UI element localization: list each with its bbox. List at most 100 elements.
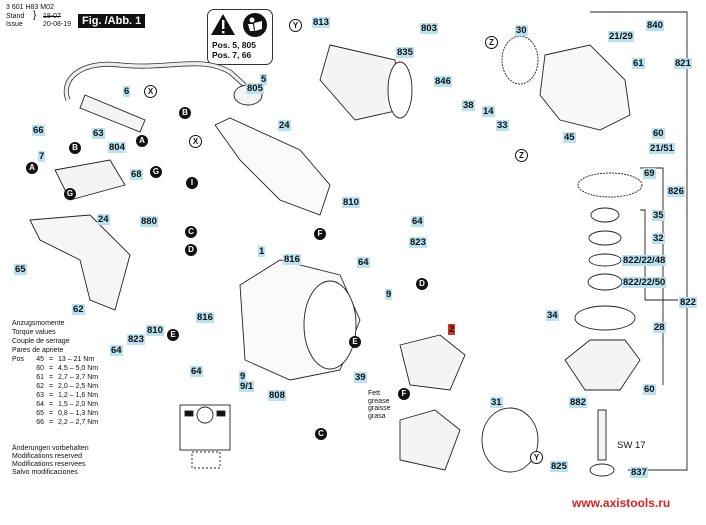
torque-pos-label xyxy=(12,373,32,382)
torque-position: 65 xyxy=(36,410,44,417)
part-label-6[interactable]: 6 xyxy=(123,86,131,97)
grease-note: Fett grease graisse grasa xyxy=(368,390,391,420)
connector-z-marker: Z xyxy=(485,36,498,49)
torque-row: 63=1,2 – 1,6 Nm xyxy=(12,391,98,400)
cord-sleeve xyxy=(79,94,146,133)
torque-equals: = xyxy=(48,365,54,372)
part-label-28[interactable]: 28 xyxy=(653,322,666,333)
part-label-64[interactable]: 64 xyxy=(190,366,203,377)
part-label-45[interactable]: 45 xyxy=(563,132,576,143)
warning-line-1: Pos. 5, 805 xyxy=(212,40,256,50)
part-label-822-22-48[interactable]: 822/22/48 xyxy=(622,255,667,266)
part-label-64[interactable]: 64 xyxy=(411,216,424,227)
torque-title-en: Torque values xyxy=(12,329,56,336)
part-label-65[interactable]: 65 xyxy=(14,264,27,275)
part-label-32[interactable]: 32 xyxy=(652,233,665,244)
part-label-805[interactable]: 805 xyxy=(246,83,264,94)
part-label-826[interactable]: 826 xyxy=(667,186,685,197)
part-label-803[interactable]: 803 xyxy=(420,23,438,34)
part-label-14[interactable]: 14 xyxy=(482,106,495,117)
note-es: Salvo modificaciones xyxy=(12,469,78,476)
part-label-38[interactable]: 38 xyxy=(462,100,475,111)
torque-position: 63 xyxy=(36,392,44,399)
part-label-808[interactable]: 808 xyxy=(268,390,286,401)
website-link[interactable]: www.axistools.ru xyxy=(572,496,671,510)
fan-cover xyxy=(481,407,539,473)
part-label-823[interactable]: 823 xyxy=(127,334,145,345)
part-label-34[interactable]: 34 xyxy=(546,310,559,321)
modification-notes: Änderungen vorbehalten Modifications res… xyxy=(12,445,89,477)
torque-pos-label: Pos xyxy=(12,356,25,363)
part-label-30[interactable]: 30 xyxy=(515,25,528,36)
armature xyxy=(319,44,401,121)
connector-f-marker: F xyxy=(398,388,410,400)
part-label-9-1[interactable]: 9/1 xyxy=(239,381,255,392)
part-label-24[interactable]: 24 xyxy=(97,214,110,225)
torque-equals: = xyxy=(48,410,54,417)
part-label-882[interactable]: 882 xyxy=(569,397,587,408)
part-label-60[interactable]: 60 xyxy=(652,128,665,139)
part-label-816[interactable]: 816 xyxy=(196,312,214,323)
torque-value: 13 – 21 Nm xyxy=(58,356,95,363)
torque-position: 66 xyxy=(36,419,44,426)
connector-y-marker: Y xyxy=(289,19,302,32)
connector-a-marker: A xyxy=(26,162,38,174)
connector-g-marker: G xyxy=(150,166,162,178)
part-label-810[interactable]: 810 xyxy=(342,197,360,208)
torque-position: 45 xyxy=(36,356,44,363)
part-label-804[interactable]: 804 xyxy=(108,142,126,153)
connector-y-marker: Y xyxy=(530,451,543,464)
part-label-846[interactable]: 846 xyxy=(434,76,452,87)
part-label-5[interactable]: 5 xyxy=(260,74,268,85)
torque-row: 61=2,7 – 3,7 Nm xyxy=(12,373,98,382)
grease-de: Fett xyxy=(368,390,381,397)
part-label-837[interactable]: 837 xyxy=(630,467,648,478)
part-label-39[interactable]: 39 xyxy=(354,372,367,383)
part-label-61[interactable]: 61 xyxy=(632,58,645,69)
part-label-60[interactable]: 60 xyxy=(643,384,656,395)
part-label-822-22-50[interactable]: 822/22/50 xyxy=(622,277,667,288)
part-label-7[interactable]: 7 xyxy=(38,151,46,162)
torque-value: 4,5 – 5,0 Nm xyxy=(58,365,99,372)
part-label-62[interactable]: 62 xyxy=(72,304,85,315)
part-label-21-29[interactable]: 21/29 xyxy=(608,31,634,42)
connector-i-marker: I xyxy=(186,177,198,189)
part-label-840[interactable]: 840 xyxy=(646,20,664,31)
part-label-35[interactable]: 35 xyxy=(652,210,665,221)
torque-value: 2,0 – 2,5 Nm xyxy=(58,383,99,390)
connector-d-marker: D xyxy=(185,244,197,256)
torque-table: Anzugsmomente Torque values Couple de se… xyxy=(12,319,98,427)
part-label-816[interactable]: 816 xyxy=(283,254,301,265)
warning-box: Pos. 5, 805 Pos. 7, 66 xyxy=(207,9,273,65)
part-label-highlight[interactable]: 2 xyxy=(448,324,456,335)
part-label-813[interactable]: 813 xyxy=(312,17,330,28)
part-label-9[interactable]: 9 xyxy=(385,289,393,300)
part-label-9[interactable]: 9 xyxy=(239,371,247,382)
part-label-64[interactable]: 64 xyxy=(110,345,123,356)
part-label-24[interactable]: 24 xyxy=(278,120,291,131)
part-label-823[interactable]: 823 xyxy=(409,237,427,248)
torque-row: 64=1,5 – 2,0 Nm xyxy=(12,400,98,409)
torque-value: 2,2 – 2,7 Nm xyxy=(58,419,99,426)
part-label-31[interactable]: 31 xyxy=(490,397,503,408)
part-label-1[interactable]: 1 xyxy=(258,246,266,257)
part-label-33[interactable]: 33 xyxy=(496,120,509,131)
torque-equals: = xyxy=(48,374,54,381)
part-label-68[interactable]: 68 xyxy=(130,169,143,180)
torque-pos-label xyxy=(12,418,32,427)
part-label-810[interactable]: 810 xyxy=(146,325,164,336)
part-label-69[interactable]: 69 xyxy=(643,168,656,179)
part-label-66[interactable]: 66 xyxy=(32,125,45,136)
part-label-64[interactable]: 64 xyxy=(357,257,370,268)
part-label-63[interactable]: 63 xyxy=(92,128,105,139)
back-handle-top xyxy=(214,117,331,216)
part-label-835[interactable]: 835 xyxy=(396,47,414,58)
part-label-880[interactable]: 880 xyxy=(140,216,158,227)
part-label-21-51[interactable]: 21/51 xyxy=(649,143,675,154)
part-label-821[interactable]: 821 xyxy=(674,58,692,69)
part-label-822[interactable]: 822 xyxy=(679,297,697,308)
part-label-825[interactable]: 825 xyxy=(550,461,568,472)
connector-x-marker: X xyxy=(189,135,202,148)
